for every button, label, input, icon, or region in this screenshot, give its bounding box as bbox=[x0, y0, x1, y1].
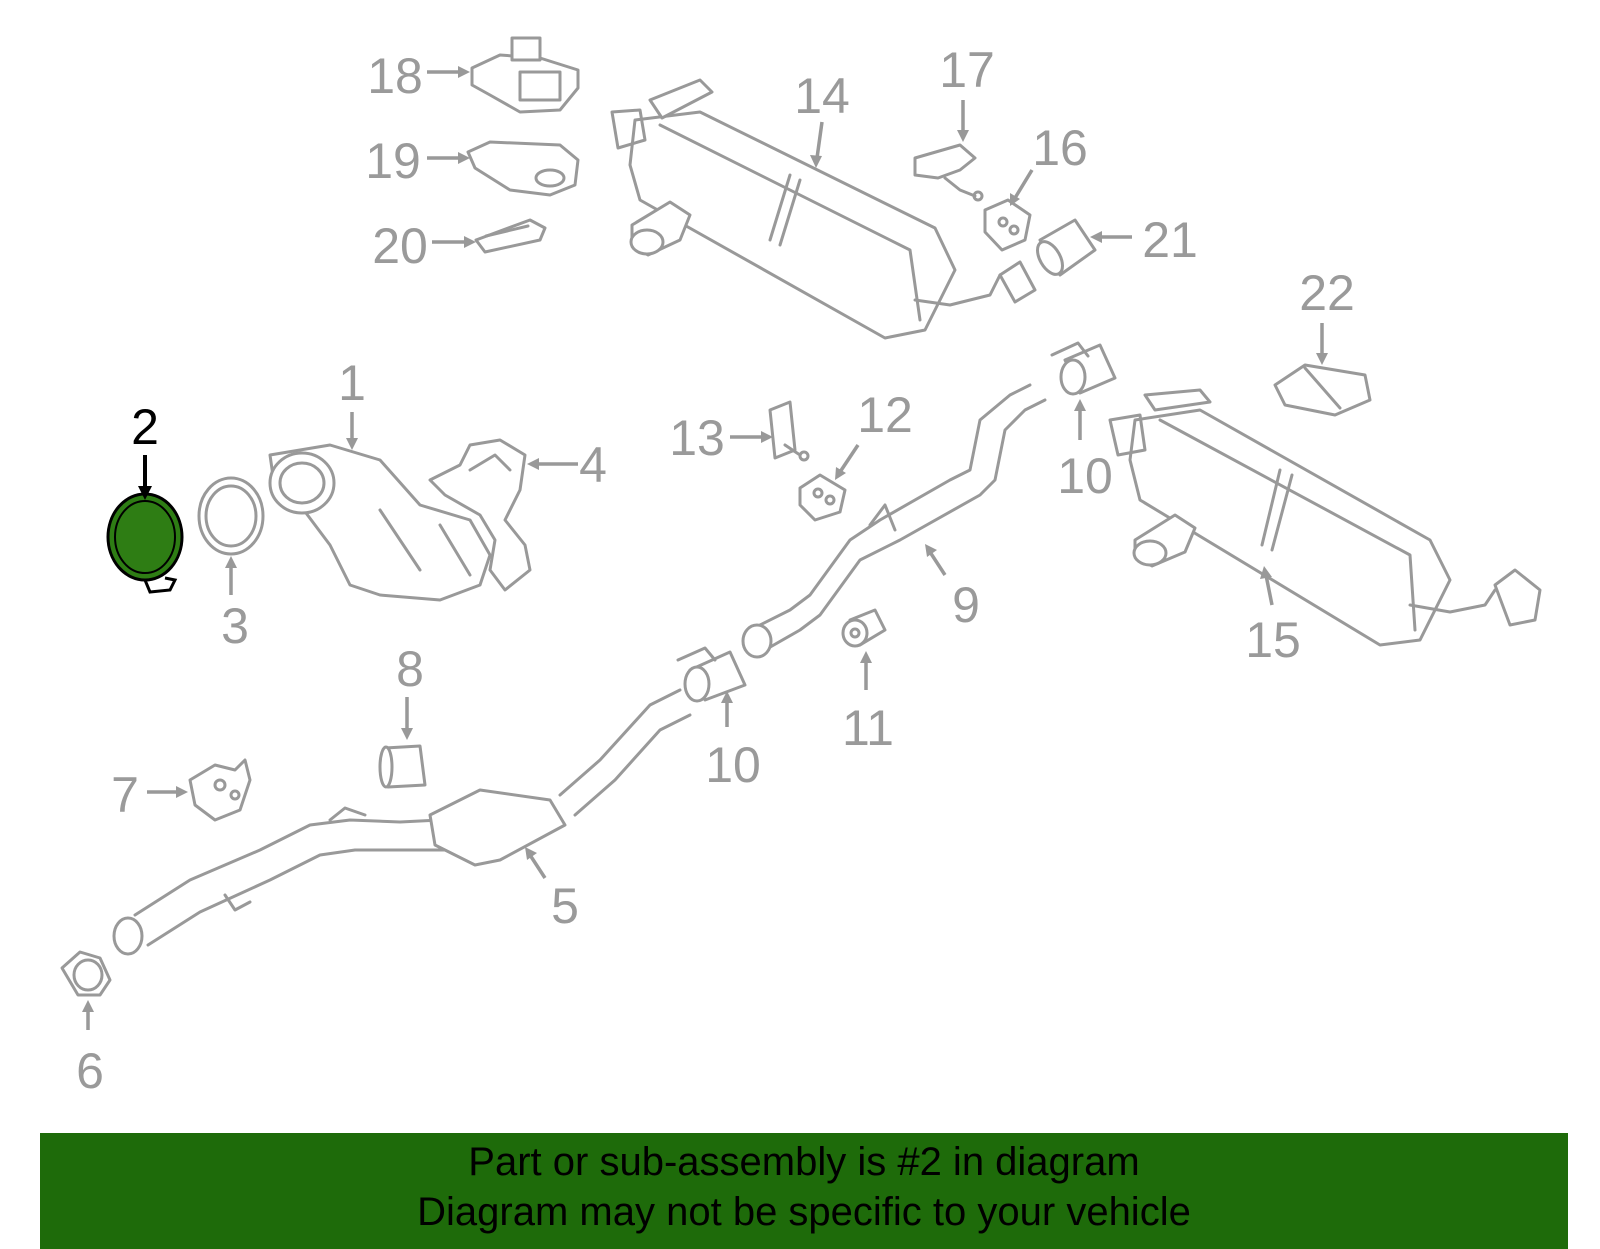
part-13-hanger bbox=[768, 400, 810, 462]
part-4-heat-shield bbox=[428, 438, 532, 592]
callout-1: 1 bbox=[338, 355, 366, 411]
part-3-gasket bbox=[197, 476, 265, 556]
callout-5: 5 bbox=[551, 878, 579, 934]
callout-11: 11 bbox=[842, 700, 894, 756]
callout-4: 4 bbox=[579, 437, 607, 493]
part-18-actuator bbox=[470, 36, 580, 114]
part-2-clamp-highlighted[interactable] bbox=[106, 492, 184, 594]
part-10-clamp-lower bbox=[676, 646, 747, 703]
part-6-gasket bbox=[60, 950, 112, 997]
callout-8: 8 bbox=[396, 641, 424, 697]
callout-15: 15 bbox=[1245, 612, 1301, 668]
part-14-rear-muffler bbox=[610, 78, 1037, 340]
callout-19: 19 bbox=[365, 133, 421, 189]
part-17-hanger bbox=[913, 143, 984, 202]
part-15-rear-muffler bbox=[1108, 388, 1542, 647]
part-22-heat-shield bbox=[1273, 363, 1372, 417]
callout-17: 17 bbox=[939, 42, 995, 98]
callout-20: 20 bbox=[372, 218, 428, 274]
part-1-catalytic-converter bbox=[268, 443, 492, 602]
callout-10-upper: 10 bbox=[1057, 448, 1113, 504]
callout-3: 3 bbox=[221, 598, 249, 654]
callout-10-lower: 10 bbox=[705, 737, 761, 793]
part-16-rubber-mount bbox=[983, 198, 1032, 252]
part-12-rubber-mount bbox=[798, 473, 847, 522]
callout-14: 14 bbox=[794, 68, 850, 124]
callout-22: 22 bbox=[1299, 265, 1355, 321]
part-5-front-pipe bbox=[112, 688, 692, 956]
info-banner: Part or sub-assembly is #2 in diagram Di… bbox=[40, 1133, 1568, 1249]
callout-18: 18 bbox=[367, 48, 423, 104]
banner-line-2: Diagram may not be specific to your vehi… bbox=[417, 1190, 1191, 1234]
callout-2-highlighted: 2 bbox=[131, 399, 159, 455]
callout-arrows bbox=[82, 66, 1328, 1030]
banner-line-1: Part or sub-assembly is #2 in diagram bbox=[468, 1140, 1140, 1184]
part-21-exhaust-tip bbox=[1036, 218, 1097, 277]
callout-labels: 18 19 20 14 17 16 21 22 1 2 4 3 13 12 9 … bbox=[76, 42, 1355, 1099]
callout-9: 9 bbox=[952, 577, 980, 633]
callout-16: 16 bbox=[1032, 120, 1088, 176]
part-20-clip bbox=[474, 218, 547, 254]
callout-12: 12 bbox=[857, 387, 913, 443]
part-8-sleeve bbox=[378, 744, 427, 789]
part-11-bushing bbox=[841, 608, 887, 648]
part-9-intermediate-pipe bbox=[741, 383, 1047, 659]
part-10-clamp-upper bbox=[1050, 341, 1117, 396]
callout-6: 6 bbox=[76, 1043, 104, 1099]
callout-21: 21 bbox=[1142, 212, 1198, 268]
part-19-bracket bbox=[466, 140, 580, 197]
part-7-bracket bbox=[188, 758, 252, 822]
callout-13: 13 bbox=[669, 410, 725, 466]
callout-7: 7 bbox=[111, 767, 139, 823]
